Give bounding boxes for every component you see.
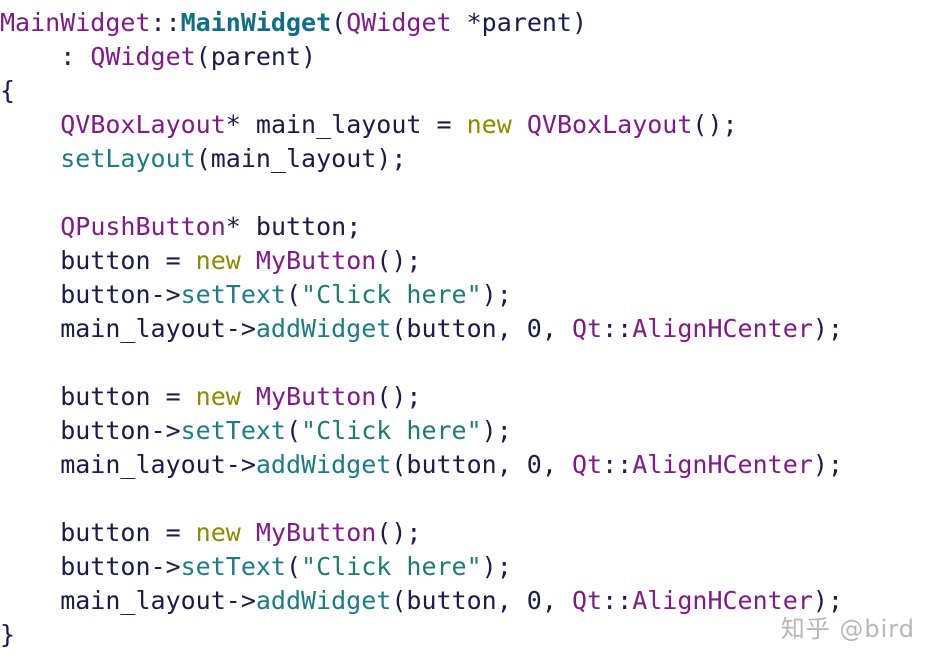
code-token: } [0,620,16,649]
code-token: button = [0,246,196,275]
code-token: ( [285,280,302,309]
code-token: addWidget [255,586,392,615]
code-token: (button, 0, [391,450,572,479]
code-line [0,346,939,380]
code-token: setText [180,416,286,445]
watermark-text: 知乎 @bird [780,615,915,643]
code-token [512,110,527,139]
code-token: ); [481,552,512,581]
code-token: setLayout [60,144,196,173]
code-token: setText [180,552,286,581]
code-line: MainWidget::MainWidget(QWidget *parent) [0,6,939,40]
code-line: setLayout(main_layout); [0,142,939,176]
code-line: button->setText("Click here"); [0,278,939,312]
code-line: main_layout->addWidget(button, 0, Qt::Al… [0,584,939,618]
code-line: button->setText("Click here"); [0,550,939,584]
code-token: main_layout-> [0,314,256,343]
code-token: { [0,76,16,105]
code-token: button-> [0,280,181,309]
code-token: "Click here" [301,280,482,309]
code-line: } [0,618,939,652]
code-token: : [0,42,91,71]
code-token [241,382,256,411]
code-token [241,518,256,547]
code-line: main_layout->addWidget(button, 0, Qt::Al… [0,312,939,346]
code-token: QVBoxLayout [526,110,693,139]
code-token: QVBoxLayout [60,110,226,139]
code-token: ); [812,314,843,343]
code-line [0,176,939,210]
code-line: button->setText("Click here"); [0,414,939,448]
code-token: "Click here" [301,552,482,581]
code-token: AlignHCenter [632,586,813,615]
code-token: ); [481,416,512,445]
code-token: :: [602,450,633,479]
code-token: QWidget [90,42,196,71]
code-token: ( [331,8,347,37]
code-token: (); [692,110,738,139]
code-token: button = [0,382,196,411]
code-token [241,246,256,275]
code-token: ); [812,450,843,479]
code-token: (parent) [195,42,317,71]
code-line: : QWidget(parent) [0,40,939,74]
code-token: * button; [225,212,362,241]
code-token: Qt [571,314,603,343]
code-token: new [195,382,241,411]
code-token: Qt [571,586,603,615]
code-token: :: [150,8,181,37]
code-token: main_layout-> [0,586,256,615]
code-token: main_layout-> [0,450,256,479]
code-token: * main_layout = [225,110,467,139]
code-token: *parent) [451,8,588,37]
code-token: button = [0,518,196,547]
code-line: button = new MyButton(); [0,244,939,278]
code-line: button = new MyButton(); [0,516,939,550]
code-token: :: [602,586,633,615]
code-token: AlignHCenter [632,314,813,343]
code-token: ); [812,586,843,615]
code-line: QVBoxLayout* main_layout = new QVBoxLayo… [0,108,939,142]
code-token: Qt [571,450,603,479]
code-line [0,482,939,516]
code-token: ); [481,280,512,309]
code-token: (button, 0, [391,314,572,343]
code-token: addWidget [255,450,392,479]
code-line: main_layout->addWidget(button, 0, Qt::Al… [0,448,939,482]
code-token: MainWidget [0,8,151,37]
code-token: AlignHCenter [632,450,813,479]
code-line: button = new MyButton(); [0,380,939,414]
code-token: "Click here" [301,416,482,445]
code-token: MyButton [255,518,377,547]
code-token: addWidget [255,314,392,343]
code-token: ( [285,416,302,445]
code-token [0,144,60,173]
code-token: new [195,518,241,547]
code-token: new [195,246,241,275]
code-token: (); [376,246,422,275]
code-token: (button, 0, [391,586,572,615]
code-token [0,212,60,241]
code-token: setText [180,280,286,309]
code-token: QPushButton [60,212,226,241]
code-token: ( [285,552,302,581]
code-token: new [466,110,512,139]
code-line: { [0,74,939,108]
code-token: MainWidget [180,8,332,37]
code-token: MyButton [255,382,377,411]
code-token: button-> [0,416,181,445]
code-token: (); [376,382,422,411]
code-line: QPushButton* button; [0,210,939,244]
code-token: button-> [0,552,181,581]
code-token: MyButton [255,246,377,275]
code-token: (main_layout); [195,144,407,173]
code-token [0,110,60,139]
code-token: :: [602,314,633,343]
code-token: (); [376,518,422,547]
code-token: QWidget [346,8,452,37]
